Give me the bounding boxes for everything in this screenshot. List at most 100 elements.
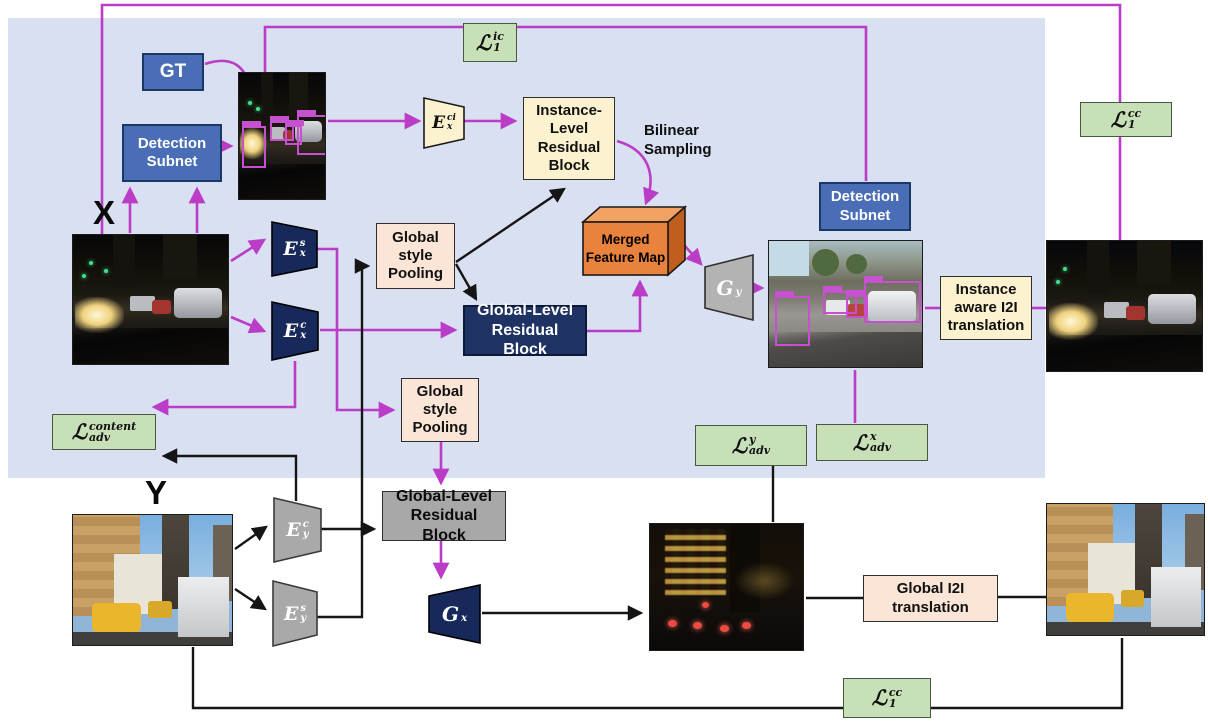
exc-sup: c bbox=[300, 320, 307, 331]
exs-sub: x bbox=[299, 248, 306, 259]
detection-tag bbox=[845, 290, 865, 297]
gx-sub: x bbox=[461, 613, 468, 624]
exci-sup: ci bbox=[447, 113, 456, 123]
detection-subnet-right-label: Detection Subnet bbox=[830, 188, 900, 224]
detection-box bbox=[822, 286, 858, 315]
wire-glrb-to-mfm bbox=[587, 279, 649, 333]
gy-sup bbox=[736, 278, 742, 288]
detection-box bbox=[285, 119, 305, 146]
pool-y-label: Global style Pooling bbox=[412, 382, 468, 437]
instance-level-residual-block: Instance-Level Residual Block bbox=[523, 97, 615, 180]
wire-x-to-exs bbox=[230, 238, 267, 263]
exc-sub: x bbox=[300, 330, 307, 341]
image-y-day bbox=[72, 514, 233, 646]
global-i2i-label: Global I2I translation bbox=[892, 580, 969, 616]
gt-box: GT bbox=[142, 53, 204, 91]
pool-x-label: Global style Pooling bbox=[388, 228, 443, 283]
global-style-pooling-y: Global style Pooling bbox=[401, 378, 479, 442]
glrb-y-label: Global-Level Residual Block bbox=[395, 487, 493, 544]
exci-sub: x bbox=[447, 122, 453, 132]
global-level-residual-block-y: Global-Level Residual Block bbox=[382, 488, 506, 544]
global-level-residual-block-x: Global-Level Residual Block bbox=[463, 302, 587, 358]
eys-sup: s bbox=[300, 602, 306, 614]
loss-adv-content-base: ℒ bbox=[71, 419, 87, 445]
image-x-annotated bbox=[238, 72, 326, 200]
eyc-base: E bbox=[286, 519, 301, 541]
detection-tag bbox=[822, 286, 842, 293]
detection-box bbox=[775, 291, 810, 346]
loss-adv-x-sup: x bbox=[869, 430, 877, 444]
wire-y-to-eys bbox=[234, 588, 267, 611]
eys-base: E bbox=[283, 602, 299, 625]
loss-ic-base: ℒ bbox=[475, 29, 492, 55]
detection-box bbox=[241, 120, 267, 168]
eyc-sup: c bbox=[302, 519, 309, 530]
wire-bilinear-sampling-arc bbox=[616, 139, 659, 206]
image-y-translated bbox=[649, 523, 804, 651]
loss-adv-y-sub: adv bbox=[748, 444, 771, 458]
loss-adv-y-sup: y bbox=[748, 433, 756, 447]
detection-box bbox=[296, 109, 325, 156]
loss-adv-content-sub: adv bbox=[88, 430, 111, 444]
global-style-pooling-x: Global style Pooling bbox=[376, 223, 455, 289]
loss-cc-bottom-sub: 1 bbox=[888, 696, 897, 710]
merged-feature-map: Merged Feature Map bbox=[580, 205, 688, 277]
exs-base: E bbox=[283, 238, 298, 260]
loss-cc-top-sup: cc bbox=[1127, 107, 1142, 121]
image-x-reconstructed bbox=[1046, 240, 1203, 372]
wire-pool-x-to-glrb-x bbox=[454, 263, 478, 302]
detection-tag bbox=[863, 276, 883, 283]
eys-sub: y bbox=[300, 612, 307, 624]
detection-box bbox=[269, 115, 294, 142]
detection-subnet-right: Detection Subnet bbox=[819, 182, 911, 231]
instance-aware-i2i-box: Instance aware I2I translation bbox=[940, 276, 1032, 340]
mfm-label: Merged Feature Map bbox=[585, 231, 666, 265]
mfm-front-face bbox=[582, 221, 669, 276]
gy-sub: y bbox=[735, 286, 742, 298]
wire-eyc-to-loss-content bbox=[161, 448, 298, 501]
detection-tag bbox=[241, 120, 261, 127]
gt-label: GT bbox=[159, 61, 187, 83]
bilinear-sampling-label: Bilinear Sampling bbox=[644, 122, 712, 158]
wire-pool-x-to-ilrb bbox=[455, 187, 566, 263]
global-i2i-box: Global I2I translation bbox=[863, 575, 998, 622]
gx-base: G bbox=[441, 602, 460, 626]
domain-label-x: X bbox=[93, 194, 116, 231]
loss-adv-x-sub: adv bbox=[869, 441, 892, 455]
exc-base: E bbox=[283, 320, 299, 342]
eyc-sub: y bbox=[302, 529, 309, 540]
detection-box bbox=[863, 276, 922, 324]
exs-sup: s bbox=[299, 238, 306, 249]
domain-label-y: Y bbox=[145, 474, 168, 511]
detection-subnet-left: Detection Subnet bbox=[122, 124, 222, 182]
loss-cc-top-base: ℒ bbox=[1110, 106, 1126, 132]
ilrb-label: Instance-Level Residual Block bbox=[536, 101, 602, 174]
loss-ic-sup: ic bbox=[493, 30, 504, 44]
loss-adv-x-base: ℒ bbox=[852, 429, 868, 455]
wire-y-to-eyc bbox=[234, 525, 268, 550]
detection-box bbox=[845, 290, 868, 319]
detection-tag bbox=[285, 119, 305, 126]
loss-adv-content-sup: content bbox=[88, 419, 137, 433]
wire-x-to-exc bbox=[230, 315, 267, 334]
loss-adv-y-base: ℒ bbox=[731, 432, 747, 458]
exci-base: E bbox=[432, 113, 446, 133]
loss-cc-top-sub: 1 bbox=[1127, 118, 1136, 132]
loss-cc-bottom-sup: cc bbox=[888, 685, 903, 699]
image-x-night bbox=[72, 234, 229, 365]
detection-tag bbox=[775, 291, 795, 298]
